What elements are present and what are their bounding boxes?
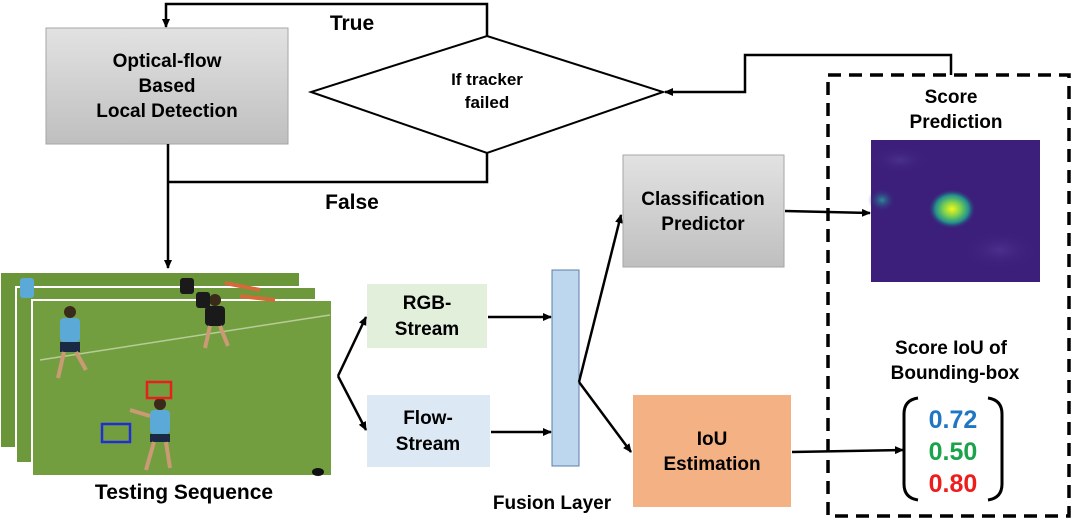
sequence-to-rgb-edge bbox=[336, 316, 368, 377]
left-bracket bbox=[902, 396, 919, 502]
testing-sequence-frames bbox=[0, 271, 333, 477]
player-2 bbox=[203, 294, 230, 349]
back-frame-figures bbox=[20, 278, 276, 308]
player-3 bbox=[129, 398, 172, 471]
red-bounding-box bbox=[145, 380, 173, 400]
optical-flow-line-3: Local Detection bbox=[96, 101, 237, 122]
rgb-stream-line-1: RGB- bbox=[403, 293, 452, 314]
frame-front bbox=[31, 294, 333, 477]
false-edge bbox=[168, 153, 489, 184]
fusion-layer-label: Fusion Layer bbox=[493, 493, 612, 514]
false-label: False bbox=[325, 191, 379, 214]
flow-stream-line-1: Flow- bbox=[403, 408, 453, 429]
fusion-layer-bar bbox=[551, 269, 580, 467]
right-bracket bbox=[987, 396, 1004, 502]
score-panel bbox=[826, 73, 1071, 518]
iou-to-scores-edge bbox=[791, 446, 904, 455]
rgb-stream-line-2: Stream bbox=[395, 319, 459, 340]
classification-predictor-box: Classification Predictor bbox=[622, 154, 785, 268]
fusion-to-iou-edge bbox=[577, 381, 633, 453]
true-edge bbox=[162, 2, 489, 60]
score-heatmap bbox=[868, 140, 1040, 282]
fusion-to-classification-edge bbox=[577, 214, 623, 383]
score-feedback-edge bbox=[664, 53, 953, 96]
optical-flow-line-2: Based bbox=[138, 76, 195, 97]
testing-sequence-label: Testing Sequence bbox=[95, 481, 273, 504]
rgb-stream-box: RGB- Stream bbox=[367, 284, 487, 348]
score-iou-line-1: Score IoU of bbox=[895, 338, 1008, 359]
decision-line-2: failed bbox=[465, 93, 509, 112]
flow-stream-box: Flow- Stream bbox=[367, 395, 490, 467]
true-label: True bbox=[330, 12, 374, 35]
classification-line-2: Predictor bbox=[661, 214, 745, 235]
blue-bounding-box bbox=[100, 422, 132, 444]
score-prediction-line-1: Score bbox=[925, 87, 978, 108]
score-value-2: 0.50 bbox=[929, 438, 978, 466]
player-1 bbox=[56, 306, 88, 379]
score-value-3: 0.80 bbox=[929, 470, 978, 498]
iou-estimation-box: IoU Estimation bbox=[633, 395, 791, 507]
score-prediction-line-2: Prediction bbox=[910, 112, 1003, 133]
classification-line-1: Classification bbox=[641, 189, 765, 210]
decision-diamond: If tracker failed bbox=[307, 34, 667, 155]
score-value-1: 0.72 bbox=[929, 406, 978, 434]
iou-estimation-line-1: IoU bbox=[697, 429, 728, 450]
score-iou-line-2: Bounding-box bbox=[891, 363, 1020, 384]
optical-flow-line-1: Optical-flow bbox=[113, 51, 222, 72]
optical-flow-box: Optical-flow Based Local Detection bbox=[45, 27, 289, 145]
sequence-to-flow-edge bbox=[336, 375, 368, 431]
flow-stream-line-2: Stream bbox=[396, 434, 460, 455]
decision-line-1: If tracker bbox=[451, 70, 523, 89]
iou-estimation-line-2: Estimation bbox=[663, 454, 760, 475]
